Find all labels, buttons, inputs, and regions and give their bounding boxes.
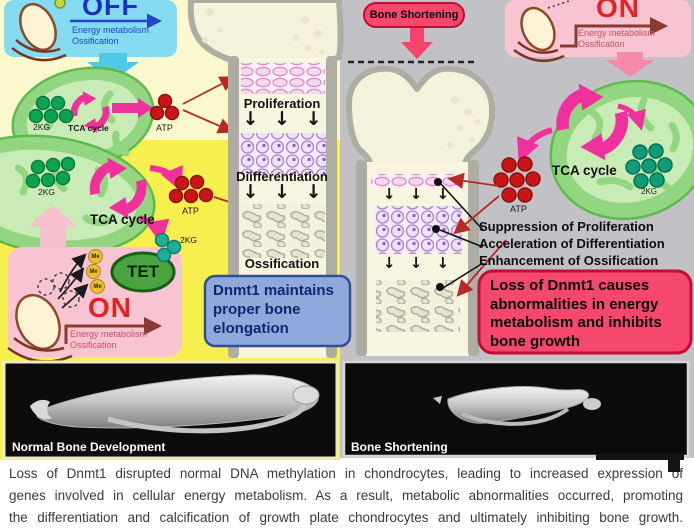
down-arrows-1: ↓ ↓ ↓ <box>242 108 322 130</box>
dnmt1-on-state-left: ON <box>88 292 132 323</box>
dnmt1-maintains-box <box>203 274 352 348</box>
atp-label-bottom: ATP <box>182 206 199 216</box>
tca-to-2kg-arrow-right <box>617 103 647 131</box>
diagram-art <box>0 0 694 462</box>
cyan-down-arrow-icon <box>87 53 139 81</box>
atp-label-top: ATP <box>156 123 173 133</box>
2kg-label-tet: 2KG <box>180 235 198 245</box>
crimson-down-arrow-icon <box>401 28 433 59</box>
tca-label-top: TCA cycle <box>68 123 109 133</box>
pink-up-arrow-icon <box>29 205 77 247</box>
nucleosome-icon <box>11 0 67 62</box>
atp-arrow-icon <box>112 98 153 118</box>
down-arrows-2: ↓ ↓ ↓ <box>242 181 322 203</box>
methyl-transfer-arrow-3 <box>61 283 89 309</box>
zone-connectors <box>432 172 507 297</box>
tca-to-atp-arrow-right <box>517 127 553 163</box>
bone-shortening-label: Bone Shortening <box>369 9 459 21</box>
effect-suppression: Suppression of Proliferation <box>479 219 654 234</box>
tet-enzyme-oval <box>110 251 176 293</box>
bone-shortening-callout <box>363 2 465 28</box>
me-circle-1: Me <box>88 249 103 264</box>
tet-label: TET <box>126 262 160 281</box>
differentiation-cells <box>238 133 326 174</box>
pink-down-arrow-icon <box>606 52 654 77</box>
me-circle-3: Me <box>90 279 105 294</box>
differentiation-cells-right <box>374 206 462 254</box>
ossification-label: Ossification <box>244 256 320 271</box>
effect-acceleration: Acceleration of Differentiation <box>479 236 665 251</box>
2kg-label-bottom: 2KG <box>38 187 56 197</box>
methyl-transfer-arrow-2 <box>57 267 85 300</box>
off-pathway-line1: Energy metabolism <box>72 25 150 35</box>
on-left-pathway-arrow <box>64 317 162 344</box>
scan-label-normal: Normal Bone Development <box>12 440 166 454</box>
nucleosome-icon-right <box>513 0 573 63</box>
right-bone <box>346 65 496 356</box>
atp-dots-bottom <box>168 174 214 204</box>
caption-line-1: Loss of Dnmt1 disrupted normal DNA methy… <box>9 466 683 481</box>
2kg-dots-top <box>28 95 74 124</box>
on-right-pathway-line1: Energy metabolism <box>578 28 656 38</box>
2kg-label-right: 2KG <box>641 187 658 196</box>
caption-line-2: genes involved in cellular energy metabo… <box>9 488 683 503</box>
epiphysis-dots-right <box>447 96 481 148</box>
me-circle-2: Me <box>86 264 101 279</box>
atp-dots-right <box>493 156 541 203</box>
atp-dots-top <box>149 93 180 121</box>
loss-of-dnmt1-text: Loss of Dnmt1 causes abnormalities in en… <box>490 277 662 350</box>
atp-to-differentiation-arrow <box>182 109 235 134</box>
differentiation-label: Diifferentiation <box>236 169 328 184</box>
border-artifact-line <box>596 454 684 460</box>
scan-label-shortening: Bone Shortening <box>351 440 448 454</box>
border-artifact-tab <box>668 454 680 472</box>
tca-label-right: TCA cycle <box>552 163 617 178</box>
caption-line-3: the differentiation and calcification of… <box>9 510 683 525</box>
proliferation-cells <box>241 63 325 94</box>
on-left-pathway-line2: Ossification <box>70 340 117 350</box>
down-arrows-right-1: ↓ ↓ ↓ <box>382 185 450 203</box>
on-right-pathway-line2: Ossification <box>578 39 625 49</box>
2kg-dots-bottom <box>25 156 76 189</box>
down-arrows-right-2: ↓ ↓ ↓ <box>382 254 450 272</box>
atp-to-proliferation-arrow <box>182 76 237 105</box>
off-pathway-line2: Ossification <box>72 36 119 46</box>
on-left-pathway-line1: Energy metabolism <box>70 329 148 339</box>
effect-enhancement: Enhancement of Ossification <box>479 253 659 268</box>
tca-label-bottom: TCA cycle <box>90 212 155 227</box>
dnmt1-on-state-right: ON <box>596 0 640 23</box>
xray-bone-short <box>433 386 601 426</box>
xray-bone-normal <box>30 374 320 434</box>
ossification-texture <box>241 204 325 258</box>
2kg-label-top: 2KG <box>33 122 51 132</box>
epiphysis-dots <box>202 8 325 55</box>
dnmt1-off-state: OFF <box>82 0 139 21</box>
2kg-dots-tet <box>154 232 182 263</box>
on-right-pathway-arrow <box>560 17 668 48</box>
dnmt1-maintains-text: Dnmt1 maintains proper bone elongation <box>213 282 334 337</box>
figure-caption: Loss of Dnmt1 disrupted normal DNA methy… <box>0 460 694 532</box>
ossification-texture-right <box>376 280 460 332</box>
2kg-dots-right <box>625 143 673 189</box>
proliferation-label: Proliferation <box>243 96 321 111</box>
loss-of-dnmt1-box <box>477 269 693 355</box>
atp-label-right: ATP <box>510 204 527 214</box>
